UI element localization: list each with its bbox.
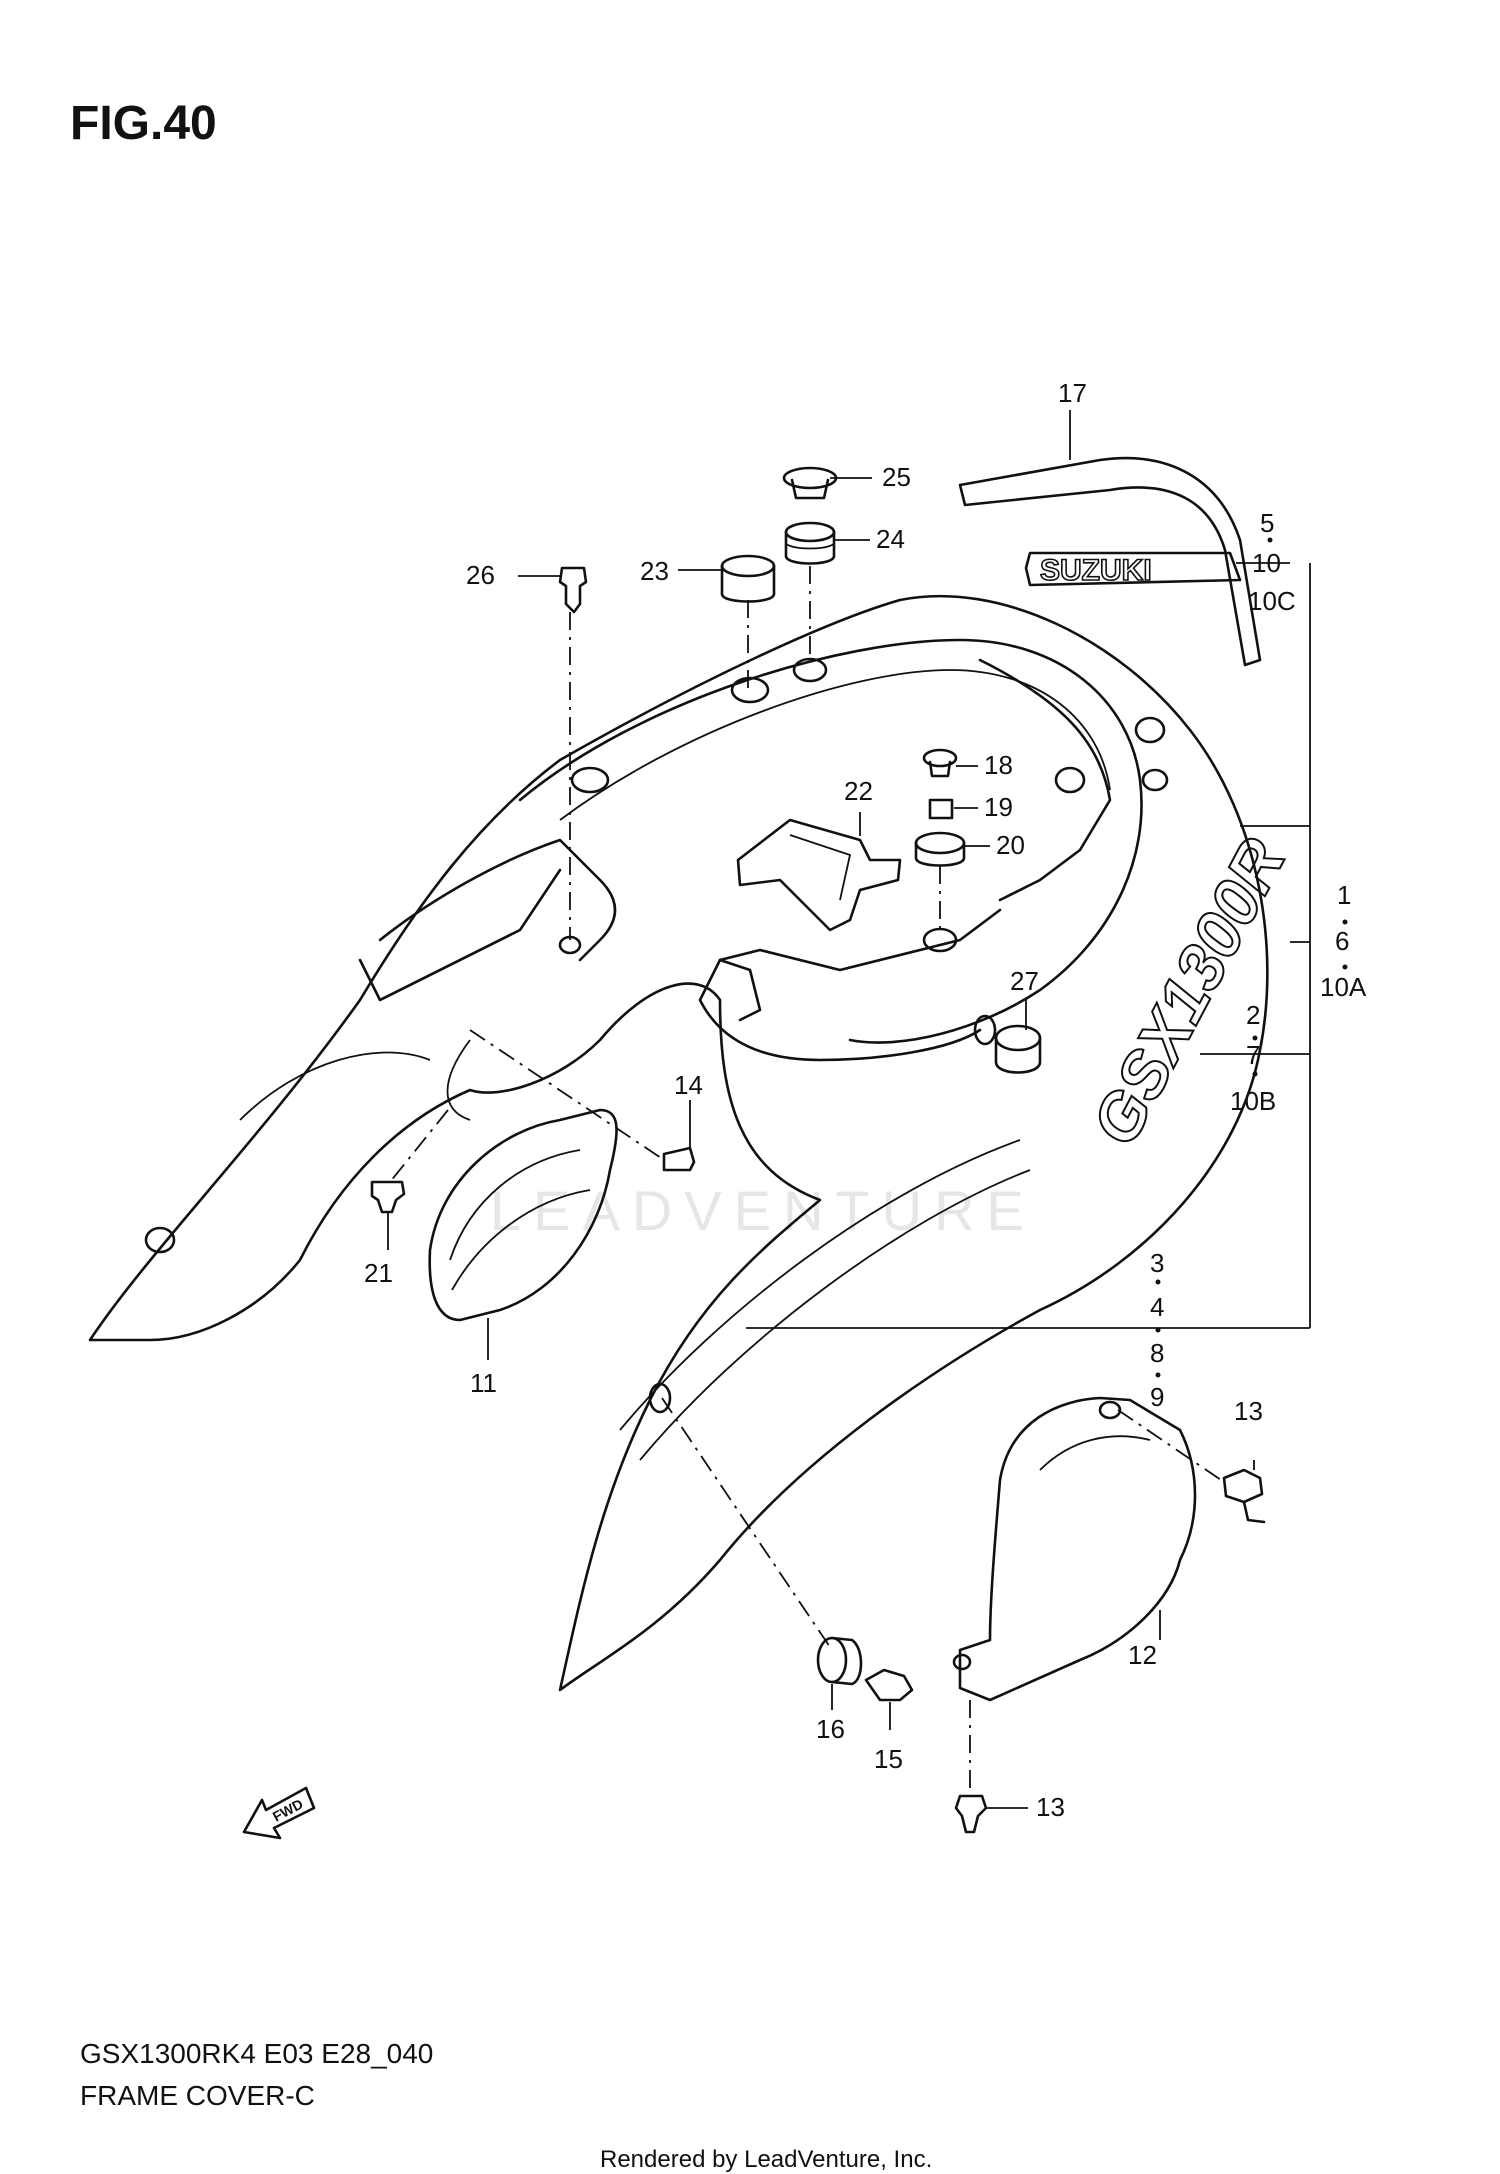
callout-10b: 10B (1230, 1086, 1276, 1116)
callout-10c: 10C (1248, 586, 1296, 616)
part-12-side-panel (952, 1396, 1197, 1702)
part-26-pushpin (518, 566, 588, 614)
callout-1: 1 (1337, 880, 1351, 910)
callout-8: 8 (1150, 1338, 1164, 1368)
callout-20: 20 (996, 830, 1025, 860)
callout-26: 26 (466, 560, 495, 590)
part-25-cap (782, 466, 838, 500)
callout-19: 19 (984, 792, 1013, 822)
part-15-screw (864, 1668, 914, 1702)
tail-cover-main (88, 594, 1269, 1692)
callout-18: 18 (984, 750, 1013, 780)
part-17-strip (958, 456, 1262, 667)
part-19-nut (928, 798, 954, 820)
callout-3: 3 (1150, 1248, 1164, 1278)
part-27-plug (994, 1024, 1042, 1074)
model-code: GSX1300RK4 E03 E28_040 (80, 2038, 434, 2069)
assembly-line-13a (1117, 1409, 1225, 1483)
callout-5: 5 (1260, 508, 1274, 538)
callout-17: 17 (1058, 378, 1087, 408)
callout-dots (1155, 537, 1348, 1378)
callout-2: 2 (1246, 1000, 1260, 1030)
callout-10: 10 (1252, 548, 1281, 578)
brand-decal: SUZUKI (1040, 554, 1152, 587)
callout-13-lower: 13 (1036, 1792, 1065, 1822)
callout-labels: 17 25 24 23 26 5 10 10C 18 19 20 22 1 6 … (364, 378, 1367, 1822)
part-21-rivet (370, 1180, 406, 1214)
callout-9: 9 (1150, 1382, 1164, 1412)
leader-lines (387, 410, 1311, 1809)
callout-12: 12 (1128, 1640, 1157, 1670)
assembly-line-21 (389, 1109, 449, 1183)
figure-title: FIG.40 (70, 97, 217, 150)
callout-11: 11 (470, 1368, 497, 1398)
callout-16: 16 (816, 1714, 845, 1744)
callout-21: 21 (364, 1258, 393, 1288)
assembly-line-14 (469, 1029, 665, 1161)
part-20-grommet (914, 831, 966, 867)
callout-4: 4 (1150, 1292, 1164, 1322)
part-13-clip-upper (1222, 1468, 1266, 1524)
assembly-line-16 (661, 1397, 833, 1651)
part-11-case (428, 1108, 618, 1322)
callout-25: 25 (882, 462, 911, 492)
callout-14: 14 (674, 1070, 703, 1100)
callout-7: 7 (1246, 1040, 1260, 1070)
callout-6: 6 (1335, 926, 1349, 956)
part-14-screw (662, 1146, 696, 1172)
callout-10a: 10A (1320, 972, 1367, 1002)
callout-22: 22 (844, 776, 873, 806)
callout-15: 15 (874, 1744, 903, 1774)
section-name: FRAME COVER-C (80, 2080, 315, 2111)
part-18-screw (922, 748, 958, 778)
callout-23: 23 (640, 556, 669, 586)
part-13-clip-lower (954, 1794, 988, 1834)
part-22-bracket (736, 818, 902, 932)
watermark-text: LEADVENTURE (490, 1179, 1036, 1242)
fwd-arrow-icon: FWD (242, 1786, 316, 1840)
render-credit: Rendered by LeadVenture, Inc. (600, 2146, 933, 2173)
callout-24: 24 (876, 524, 905, 554)
part-23-grommet (720, 554, 776, 603)
part-5-emblem: SUZUKI (1024, 551, 1242, 588)
part-24-grommet (784, 521, 836, 565)
callout-27: 27 (1010, 966, 1039, 996)
part-16-grommet (816, 1636, 863, 1686)
callout-13-upper: 13 (1234, 1396, 1263, 1426)
